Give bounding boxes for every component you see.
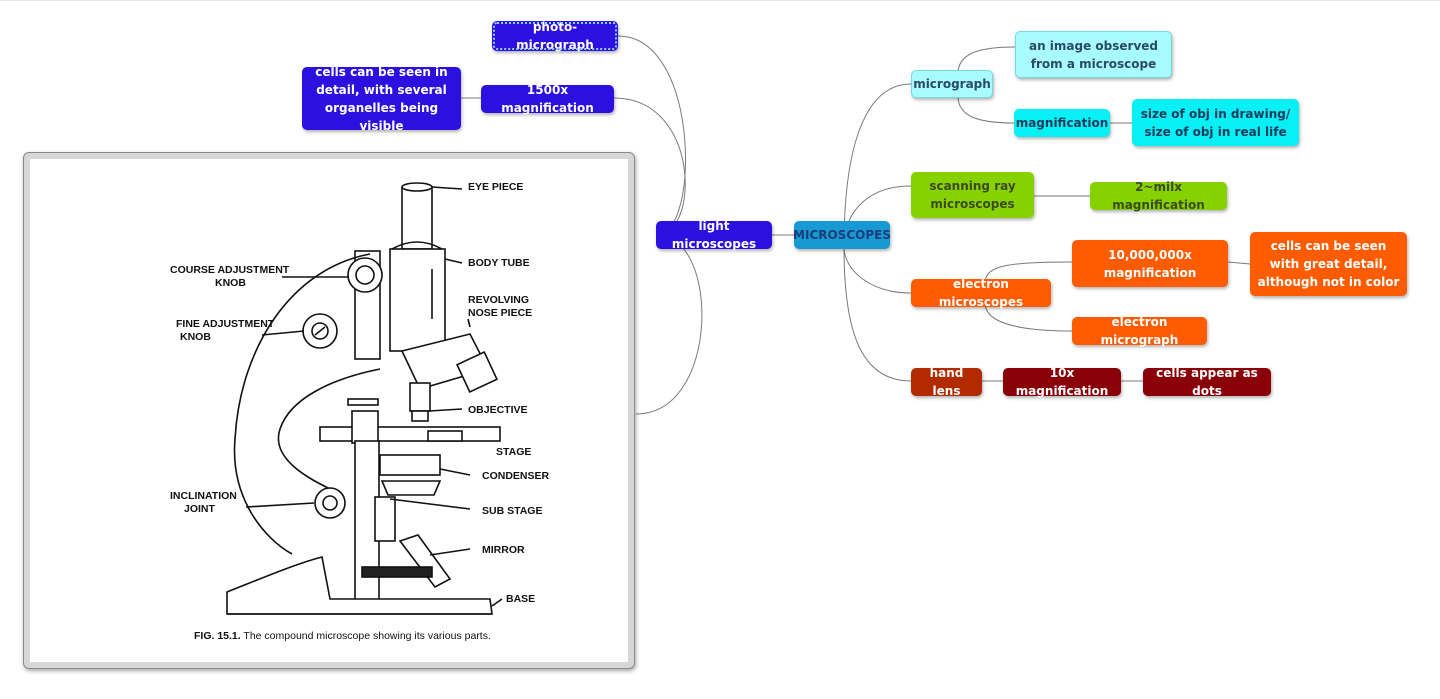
label-stage: STAGE [496,446,531,458]
node-cells-appear-dots[interactable]: cells appear as dots [1143,366,1271,398]
node-electron-micrograph[interactable]: electron micrograph [1072,315,1207,347]
label-course-adj-2: KNOB [215,277,246,289]
label-inclination-2: JOINT [184,503,216,515]
label-fine-adj-1: FINE ADJUSTMENT [176,318,275,330]
label-fine-adj-2: KNOB [180,331,211,343]
node-cells-detail-note[interactable]: cells can be seen in detail, with severa… [302,65,461,133]
node-1500x-magnification[interactable]: 1500x magnification [481,83,614,115]
node-microscopes-root[interactable]: MICROSCOPES [793,221,891,249]
node-scanning-ray-microscopes[interactable]: scanning ray microscopes [911,172,1034,218]
node-hand-lens[interactable]: hand lens [911,366,982,398]
node-cells-great-detail[interactable]: cells can be seen with great detail, alt… [1250,232,1407,296]
top-border [0,0,1440,1]
node-image-observed[interactable]: an image observed from a microscope [1015,31,1172,78]
microscope-drawing: EYE PIECE BODY TUBE COURSE ADJUSTMENT KN… [170,181,550,642]
label-inclination-1: INCLINATION [170,490,237,502]
label-body-tube: BODY TUBE [468,257,530,269]
label-condenser: CONDENSER [482,470,550,482]
node-magnification[interactable]: magnification [1014,109,1110,137]
microscope-image-node[interactable]: EYE PIECE BODY TUBE COURSE ADJUSTMENT KN… [23,152,635,669]
label-eye-piece: EYE PIECE [468,181,523,193]
figure-caption: FIG. 15.1. The compound microscope showi… [194,630,491,642]
node-light-microscopes[interactable]: light microscopes [656,219,772,251]
label-revolving-1: REVOLVING [468,294,529,306]
label-mirror: MIRROR [482,544,525,556]
node-10x-magnification[interactable]: 10x magnification [1003,366,1121,398]
node-size-ratio[interactable]: size of obj in drawing/ size of obj in r… [1132,99,1299,146]
node-photo-micrograph[interactable]: photo-micrograph [492,20,618,52]
label-objective: OBJECTIVE [468,404,528,416]
label-revolving-2: NOSE PIECE [468,307,532,319]
node-electron-microscopes[interactable]: electron microscopes [911,277,1051,309]
label-course-adj-1: COURSE ADJUSTMENT [170,264,290,276]
label-sub-stage: SUB STAGE [482,505,542,517]
node-10000000x-magnification[interactable]: 10,000,000x magnification [1072,240,1228,287]
microscope-diagram: EYE PIECE BODY TUBE COURSE ADJUSTMENT KN… [30,159,628,662]
node-2milx-magnification[interactable]: 2~milx magnification [1090,180,1227,212]
node-micrograph[interactable]: micrograph [911,70,993,98]
label-base: BASE [506,593,535,605]
